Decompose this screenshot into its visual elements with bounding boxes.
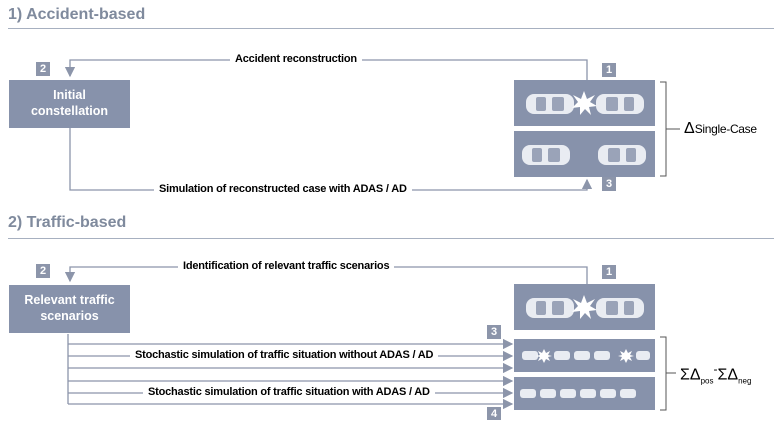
small-car-icon: [620, 389, 636, 398]
small-car-icon: [554, 351, 570, 360]
section1-title: 1) Accident-based: [8, 6, 146, 23]
section2-title: 2) Traffic-based: [8, 214, 127, 231]
delta-symbol: Δ: [684, 120, 695, 137]
car-icon: [596, 94, 644, 114]
car-icon: [598, 145, 646, 165]
relevant-line2: scenarios: [40, 309, 99, 323]
sigma-delta-pos: ΣΔ: [680, 366, 701, 384]
minus-sign: -: [713, 362, 718, 376]
relevant-line1: Relevant traffic: [24, 293, 115, 308]
avoided-cars-icon: [522, 145, 646, 165]
small-car-icon: [520, 389, 536, 398]
car-icon: [526, 94, 574, 114]
delta-single-case: ΔSingle-Case: [684, 120, 757, 138]
accident-reconstruction-label: Accident reconstruction: [230, 53, 362, 65]
traffic-with-icon: [520, 389, 636, 398]
step-badge-2-traffic: 2: [36, 264, 50, 278]
without-adas-label: Stochastic simulation of traffic situati…: [130, 349, 439, 361]
initial-constellation-box: Initial constellation: [9, 80, 130, 128]
step-badge-4-traffic: 4: [487, 407, 501, 420]
small-car-icon: [600, 389, 616, 398]
small-car-icon: [560, 389, 576, 398]
small-car-icon: [540, 389, 556, 398]
traffic-without-icon: [522, 349, 650, 363]
section1-divider: [8, 28, 774, 29]
traffic-with-panel: [514, 377, 655, 410]
car-icon: [526, 298, 574, 318]
identification-label: Identification of relevant traffic scena…: [178, 260, 395, 272]
subscript-pos: pos: [700, 376, 714, 386]
traffic-crash-panel: [514, 284, 655, 330]
crash-cars-icon: [526, 91, 644, 115]
relevant-traffic-box: Relevant traffic scenarios: [9, 285, 130, 333]
section2-divider: [8, 238, 774, 239]
step-badge-2: 2: [36, 62, 50, 76]
crash-burst-icon: [572, 91, 597, 115]
small-car-icon: [522, 351, 538, 360]
traffic-crash-icon: [526, 295, 644, 319]
car-icon: [522, 145, 570, 165]
initial-line2: constellation: [30, 104, 109, 118]
step-badge-1: 1: [602, 63, 616, 77]
small-car-icon: [580, 389, 596, 398]
initial-line1: Initial: [53, 88, 86, 103]
crash-cars-panel: [514, 80, 655, 126]
car-icon: [596, 298, 644, 318]
delta-subscript: Single-Case: [694, 122, 757, 136]
small-car-icon: [594, 351, 610, 360]
step-badge-1-traffic: 1: [602, 265, 616, 279]
with-adas-label: Stochastic simulation of traffic situati…: [143, 386, 435, 398]
subscript-neg: neg: [738, 376, 752, 386]
sigma-delta-neg: ΣΔ: [717, 366, 739, 384]
crash-burst-icon: [618, 349, 634, 363]
crash-burst-icon: [572, 295, 597, 319]
crash-burst-icon: [536, 349, 552, 363]
step-badge-3: 3: [602, 177, 616, 191]
avoided-cars-panel: [514, 131, 655, 177]
delta-formula: ΣΔpos-ΣΔneg: [680, 362, 751, 386]
traffic-without-panel: [514, 339, 655, 372]
simulation-reconstructed-label: Simulation of reconstructed case with AD…: [154, 183, 412, 195]
small-car-icon: [574, 351, 590, 360]
small-car-icon: [636, 351, 650, 360]
step-badge-3-traffic: 3: [487, 325, 501, 339]
